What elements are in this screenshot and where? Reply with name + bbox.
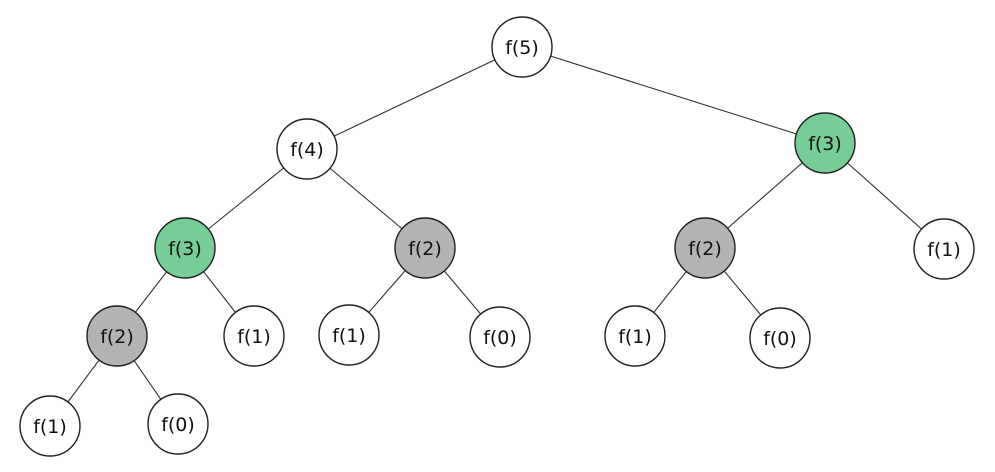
tree-node-circle xyxy=(491,16,553,78)
tree-node-f2_left: f(2) xyxy=(86,305,148,367)
tree-node-label: f(1) xyxy=(33,416,67,438)
tree-node-f3_right: f(3) xyxy=(794,112,856,174)
tree-node-f3_left: f(3) xyxy=(154,217,216,279)
tree-node-f5: f(5) xyxy=(491,16,553,78)
tree-node-circle xyxy=(674,217,736,279)
tree-node-circle xyxy=(276,118,338,180)
tree-node-circle xyxy=(154,217,216,279)
tree-node-circle xyxy=(86,305,148,367)
tree-node-label: f(0) xyxy=(483,327,517,349)
tree-node-f1_right: f(1) xyxy=(604,305,666,367)
tree-nodes-layer: f(5) f(4) f(3) f(3) f(2) f(2) f(1) f(2) f(1) f(1)… xyxy=(19,16,975,457)
tree-node-label: f(1) xyxy=(237,326,271,348)
tree-node-circle xyxy=(318,304,380,366)
tree-node-f4: f(4) xyxy=(276,118,338,180)
tree-node-f2_right: f(2) xyxy=(674,217,736,279)
tree-node-f1_far_right: f(1) xyxy=(913,218,975,280)
tree-node-f2_mid: f(2) xyxy=(394,217,456,279)
tree-node-label: f(0) xyxy=(763,328,797,350)
tree-node-circle xyxy=(794,112,856,174)
tree-node-f1_mid: f(1) xyxy=(318,304,380,366)
tree-node-label: f(4) xyxy=(290,139,324,161)
tree-node-label: f(1) xyxy=(332,325,366,347)
tree-node-circle xyxy=(223,305,285,367)
tree-node-f0_mid: f(0) xyxy=(469,306,531,368)
tree-node-f0_bottom: f(0) xyxy=(147,393,209,455)
tree-node-label: f(5) xyxy=(505,37,539,59)
tree-node-label: f(1) xyxy=(927,239,961,261)
tree-node-label: f(3) xyxy=(808,133,842,155)
tree-node-circle xyxy=(469,306,531,368)
tree-node-circle xyxy=(394,217,456,279)
tree-node-label: f(2) xyxy=(688,238,722,260)
tree-node-label: f(2) xyxy=(100,326,134,348)
tree-node-circle xyxy=(147,393,209,455)
tree-node-f0_right: f(0) xyxy=(749,307,811,369)
tree-node-circle xyxy=(749,307,811,369)
tree-edge-f5-f3_right xyxy=(521,46,826,144)
tree-node-label: f(2) xyxy=(408,238,442,260)
tree-node-label: f(3) xyxy=(168,238,202,260)
tree-node-circle xyxy=(604,305,666,367)
tree-node-f1_bottom: f(1) xyxy=(19,395,81,457)
tree-node-label: f(0) xyxy=(161,414,195,436)
tree-node-f1_left: f(1) xyxy=(223,305,285,367)
tree-node-label: f(1) xyxy=(618,326,652,348)
tree-node-circle xyxy=(913,218,975,280)
tree-edge-f5-f4 xyxy=(306,46,523,150)
tree-node-circle xyxy=(19,395,81,457)
